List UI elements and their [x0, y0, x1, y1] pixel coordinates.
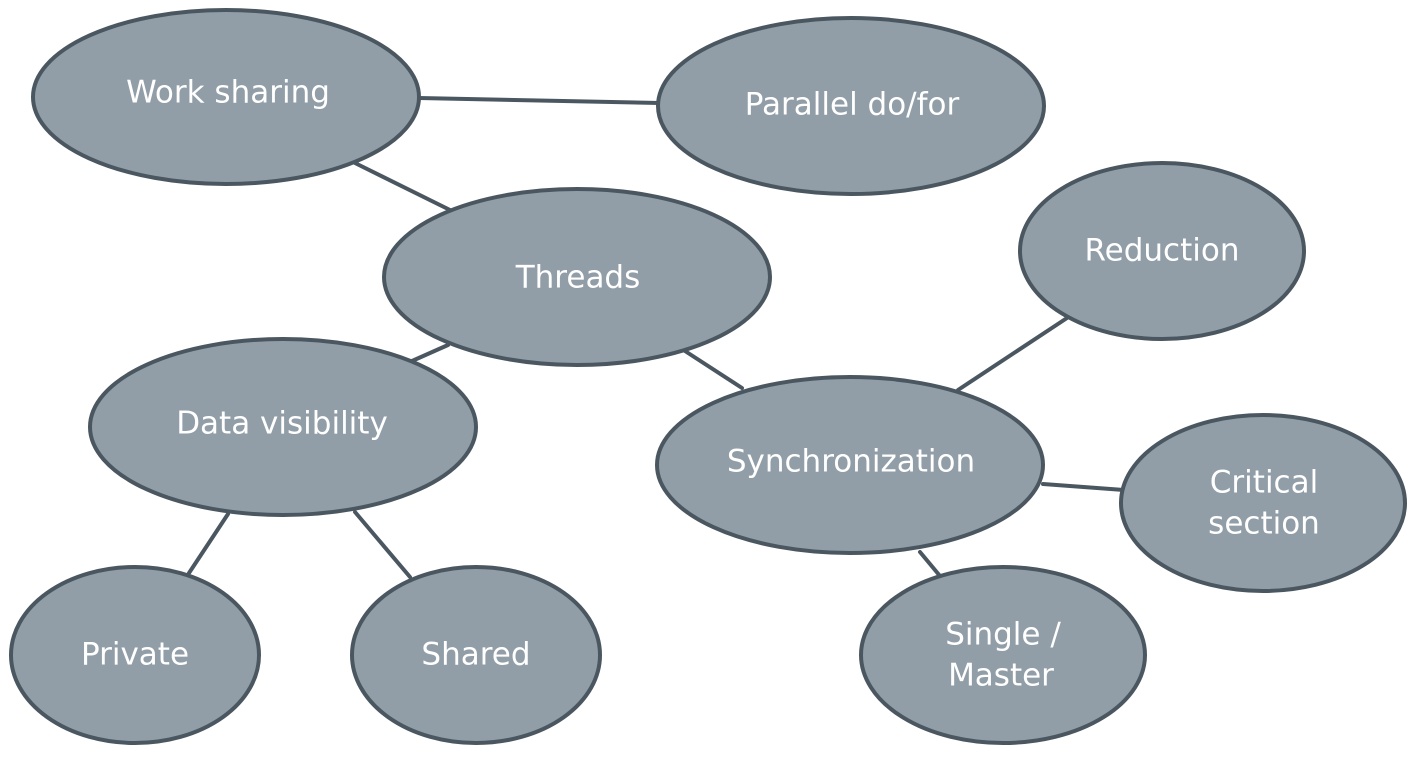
node-label: Parallel do/for: [745, 87, 960, 123]
node-shape: [382, 187, 772, 367]
node-work-sharing: Work sharing: [31, 8, 421, 186]
node-label-line2: section: [1208, 506, 1320, 542]
node-shape: [656, 16, 1046, 196]
node-shape: [88, 337, 478, 517]
node-label: Data visibility: [176, 406, 388, 442]
node-shape: [1119, 413, 1407, 593]
node-shape: [655, 375, 1045, 555]
node-label: Private: [81, 637, 189, 673]
edge-work-sharing-parallel: [417, 96, 662, 105]
node-label: Synchronization: [727, 444, 975, 480]
edges: [187, 96, 1126, 579]
edge-threads-synchronization: [683, 349, 744, 390]
edge-synchronization-reduction: [956, 316, 1069, 392]
node-shape: [9, 565, 261, 745]
node-reduction: Reduction: [1018, 161, 1306, 341]
node-shape: [859, 565, 1147, 745]
node-label-line1: Single /: [945, 617, 1061, 653]
edge-work-sharing-threads: [353, 161, 452, 212]
node-label: Work sharing: [126, 75, 330, 111]
node-shared: Shared: [350, 565, 602, 745]
node-shape: [1018, 161, 1306, 341]
node-label-line1: Critical: [1210, 465, 1318, 501]
node-threads: Threads: [382, 187, 772, 367]
edge-synchronization-critical-section: [1041, 482, 1126, 492]
node-critical-section: Critical section: [1119, 413, 1407, 593]
node-label: Shared: [421, 637, 530, 673]
node-label: Threads: [515, 260, 641, 296]
node-synchronization: Synchronization: [655, 375, 1045, 555]
edge-threads-data-visibility: [410, 343, 450, 363]
edge-synchronization-single-master: [918, 550, 942, 578]
node-private: Private: [9, 565, 261, 745]
node-label: Reduction: [1085, 233, 1240, 269]
node-single-master: Single / Master: [859, 565, 1147, 745]
node-shape: [350, 565, 602, 745]
node-label-line2: Master: [948, 658, 1054, 694]
edge-data-visibility-shared: [353, 510, 412, 579]
edge-data-visibility-private: [187, 512, 230, 575]
node-shape: [31, 8, 421, 186]
node-parallel-do-for: Parallel do/for: [656, 16, 1046, 196]
node-data-visibility: Data visibility: [88, 337, 478, 517]
